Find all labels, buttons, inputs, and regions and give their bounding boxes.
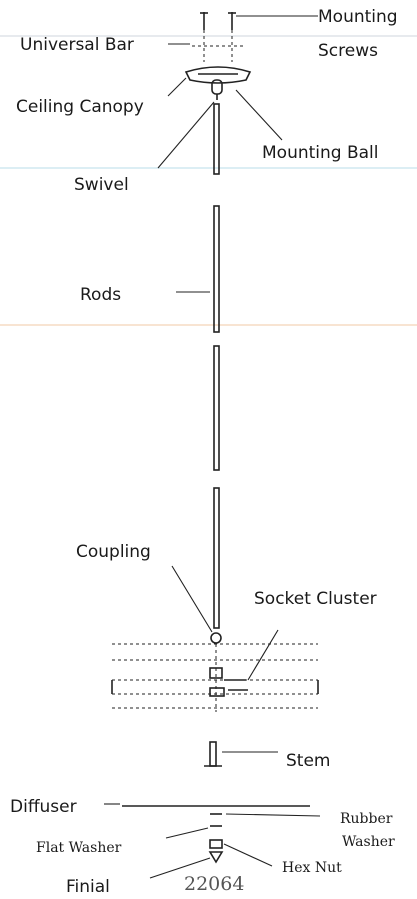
label-swivel: Swivel — [74, 175, 129, 195]
label-mounting-screws-2: Screws — [318, 41, 378, 61]
finial-leader — [149, 857, 211, 879]
rod-2 — [213, 205, 220, 333]
label-diffuser: Diffuser — [10, 797, 77, 817]
hex-nut-part — [209, 839, 223, 849]
label-coupling: Coupling — [76, 542, 151, 562]
label-mounting-screws-1: Mounting — [318, 7, 398, 27]
rod-1 — [213, 103, 220, 175]
mounting-ball-part — [211, 79, 223, 95]
label-hex-nut: Hex Nut — [282, 860, 342, 876]
label-stem: Stem — [286, 751, 330, 771]
swivel-leader — [157, 101, 215, 169]
flat-washer-leader — [165, 827, 209, 839]
shade-outline — [111, 643, 319, 709]
mounting-ball-leader — [235, 89, 283, 141]
rod-3 — [213, 345, 220, 471]
label-ceiling-canopy: Ceiling Canopy — [16, 97, 144, 117]
label-socket-cluster: Socket Cluster — [254, 589, 377, 609]
rubber-washer-leader — [225, 813, 321, 817]
rod-4 — [213, 487, 220, 629]
hex-nut-leader — [223, 843, 273, 867]
label-mounting-ball: Mounting Ball — [262, 143, 379, 163]
socket-cluster-leader — [247, 629, 279, 681]
model-number: 22064 — [184, 873, 244, 895]
ceiling-canopy-part — [184, 66, 252, 84]
label-finial: Finial — [66, 877, 110, 897]
mounting-screws-part — [200, 12, 236, 62]
label-rubber-washer-2: Washer — [342, 834, 395, 850]
label-rods: Rods — [80, 285, 121, 305]
finial-part — [208, 851, 224, 864]
coupling-part — [210, 632, 222, 644]
coupling-leader — [171, 565, 213, 633]
label-flat-washer: Flat Washer — [36, 840, 122, 856]
label-universal-bar: Universal Bar — [20, 35, 134, 55]
label-rubber-washer-1: Rubber — [340, 811, 393, 827]
stem-part — [204, 741, 222, 767]
socket-cluster-part — [209, 644, 248, 712]
ceiling-canopy-leader — [167, 77, 187, 97]
